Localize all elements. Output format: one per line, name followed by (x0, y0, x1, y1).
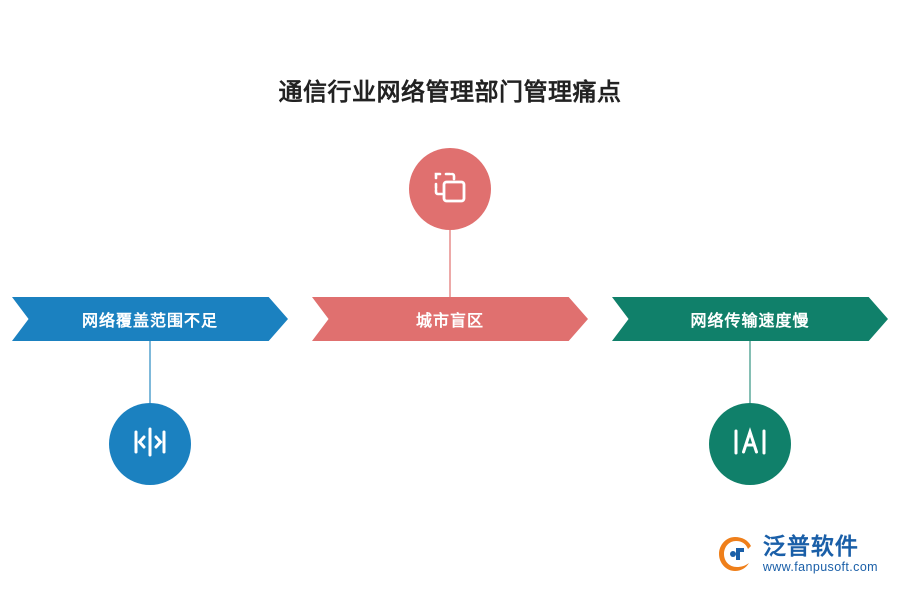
diagram-column-2: 城市盲区 (300, 0, 600, 600)
banner-label: 网络覆盖范围不足 (81, 313, 218, 330)
logo-website-url: www.fanpusoft.com (762, 559, 878, 574)
connector-line-column-1 (149, 341, 151, 403)
page-title: 通信行业网络管理部门管理痛点 (278, 79, 622, 106)
brand-logo: 泛普软件 www.fanpusoft.com (715, 534, 878, 574)
banner-slow-transmission[interactable]: 网络传输速度慢 (612, 297, 888, 341)
diagram-column-3: 网络传输速度慢 (600, 0, 900, 600)
logo-company-name: 泛普软件 (762, 532, 859, 559)
icon-circle-bracket-a[interactable] (709, 403, 791, 485)
banner-city-blind-zone[interactable]: 城市盲区 (312, 297, 588, 341)
diagram-column-1: 网络覆盖范围不足 (0, 0, 300, 600)
banner-label: 网络传输速度慢 (690, 313, 810, 330)
banner-network-coverage[interactable]: 网络覆盖范围不足 (12, 297, 288, 341)
banner-label: 城市盲区 (415, 313, 484, 330)
icon-circle-selection-frame[interactable] (409, 148, 491, 230)
network-signal-icon (127, 419, 173, 470)
icon-circle-network-signal[interactable] (109, 403, 191, 485)
logo-mark-icon (715, 534, 755, 574)
logo-text-block: 泛普软件 www.fanpusoft.com (763, 534, 878, 574)
connector-line-column-3 (749, 341, 751, 403)
bracket-a-icon (727, 419, 773, 470)
connector-line-column-2 (449, 230, 451, 298)
selection-frame-icon (428, 165, 472, 214)
